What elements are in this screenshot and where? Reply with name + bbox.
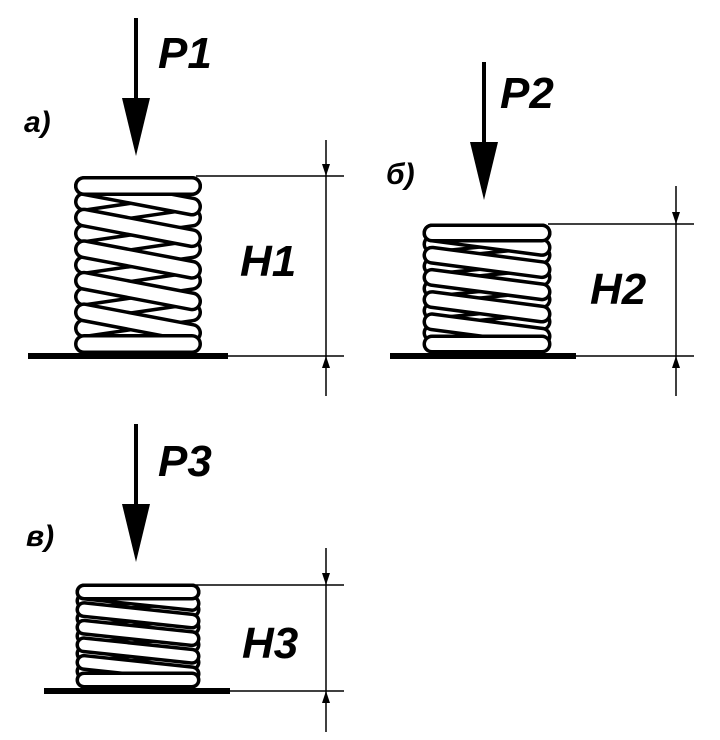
panel-a-label: а) <box>24 106 51 139</box>
coil-front-1-fill <box>79 604 197 627</box>
coil-front-3-fill <box>426 293 548 321</box>
force-label-c: P3 <box>158 437 212 486</box>
coil-front-4-fill <box>426 315 548 343</box>
coil-front-4-fill <box>77 305 199 340</box>
height-label-c: H3 <box>242 619 298 668</box>
force-label-a: P1 <box>158 29 212 78</box>
height-dimension-b <box>548 186 694 396</box>
coil-front-1-fill <box>77 211 199 245</box>
height-label-b: H2 <box>590 265 647 314</box>
coil-front-2-fill <box>426 271 548 298</box>
force-arrow-a <box>122 18 150 156</box>
coil-front-3-fill <box>79 639 197 662</box>
height-dimension-a <box>196 140 344 396</box>
force-label-b: P2 <box>500 69 554 118</box>
panel-b: б) P2 H2 <box>386 62 694 396</box>
coil-front-3-fill <box>77 274 199 308</box>
coil-front-2-fill <box>79 622 197 644</box>
coil-front-2-fill <box>77 242 199 277</box>
panel-c: в) P3 H3 <box>26 424 344 732</box>
force-arrow-c <box>122 424 150 562</box>
height-label-a: H1 <box>240 237 296 286</box>
spring-c <box>75 583 201 689</box>
spring-a <box>74 176 202 354</box>
force-arrow-b <box>470 62 498 200</box>
panel-c-label: в) <box>26 520 54 553</box>
panel-a: а) P1 H1 <box>24 18 344 396</box>
spring-b <box>422 223 552 354</box>
panel-b-label: б) <box>386 158 415 191</box>
height-dimension-c <box>196 548 344 732</box>
coil-front-1-fill <box>426 249 548 276</box>
